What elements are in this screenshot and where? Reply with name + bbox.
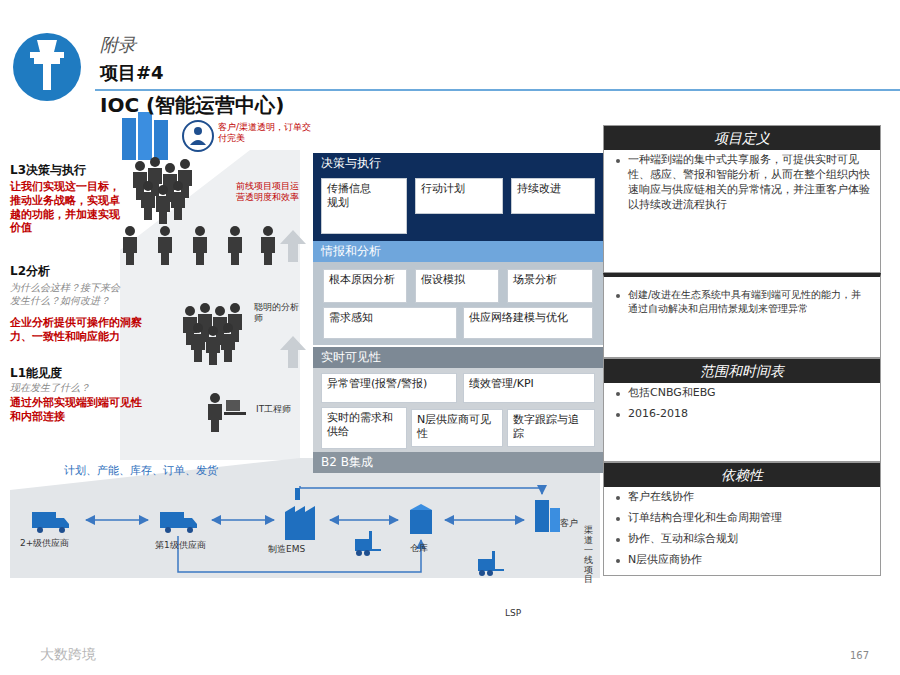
page-number: 167 [850, 650, 890, 663]
box-text: 数字跟踪与追踪 [513, 413, 589, 442]
callout-text: 客户/渠道透明，订单交付完美 [218, 122, 318, 145]
process-box: N层供应商可见性 [411, 409, 503, 447]
box-text: 假设模拟 [421, 273, 493, 287]
process-box: 实时的需求和供给 [321, 407, 407, 449]
layer-band: B2 B集成 [313, 452, 603, 472]
process-box: 需求感知 [323, 307, 457, 339]
node-label: 第1级供应商 [155, 540, 215, 551]
bullet-text: 客户在线协作 [604, 487, 880, 508]
project-number: 项目#4 [100, 62, 220, 85]
panel-heading: 项目定义 [604, 126, 880, 150]
process-box: 供应网络建模与优化 [463, 307, 593, 339]
bullet-text: 一种端到端的集中式共享服务，可提供实时可见性、感应、警报和智能分析，从而在整个组… [604, 150, 880, 215]
level-question: 为什么会这样？接下来会发生什么？如何改进？ [10, 282, 120, 307]
node-label: 仓库 [410, 543, 440, 554]
bullet-text: 包括CNBG和EBG [604, 383, 880, 404]
level-question: 现在发生了什么？ [10, 382, 130, 395]
process-box: 数字跟踪与追踪 [507, 409, 595, 447]
panel-heading: 依赖性 [604, 463, 880, 487]
info-panel: 创建/改进在生态系统中具有端到端可见性的能力，并通过自动解决和启用情景规划来管理… [603, 273, 881, 358]
node-label: 制造EMS [268, 544, 328, 555]
process-box: 根本原因分析 [323, 269, 407, 303]
process-box: 异常管理(报警/警报) [321, 373, 457, 403]
layer-band: 实时可见性异常管理(报警/警报) 绩效管理/KPI 实时的需求和供给 N层供应商可见性… [313, 347, 603, 452]
flow-label: 计划、产能、库存、订单、发货 [64, 464, 264, 478]
layer-band: 情报和分析根本原因分析 假设模拟 场景分析需求感知 供应网络建模与优化 [313, 241, 603, 345]
box-text: 场景分析 [513, 273, 587, 287]
bullet-text: 2016-2018 [604, 404, 880, 425]
bullet-text: N层供应商协作 [604, 550, 880, 571]
level-name: L1能见度 [10, 366, 130, 381]
process-box: 传播信息规划 [321, 178, 407, 234]
section-label: 附录 [100, 34, 220, 57]
level-desc: 通过外部实现端到端可见性和内部连接 [10, 396, 150, 424]
band-heading: 情报和分析 [313, 241, 603, 262]
info-panel: 依赖性客户在线协作订单结构合理化和生命周期管理协作、互动和综合规划N层供应商协作 [603, 462, 881, 576]
box-text: 根本原因分析 [329, 273, 401, 287]
node-label: LSP [505, 608, 545, 619]
level-desc: 让我们实现这一目标，推动业务战略，实现卓越的功能，并加速实现价值 [10, 180, 122, 235]
level-desc: 企业分析提供可操作的洞察力、一致性和响应能力 [10, 316, 160, 344]
watermark: 大数跨境 [40, 646, 140, 664]
process-box: 绩效管理/KPI [463, 373, 595, 403]
box-text: 实时的需求和供给 [327, 411, 401, 440]
level-name: L2分析 [10, 264, 130, 279]
process-box: 假设模拟 [415, 269, 499, 303]
bullet-text: 创建/改进在生态系统中具有端到端可见性的能力，并通过自动解决和启用情景规划来管理… [604, 285, 880, 318]
node-label: 渠道一线项目 [584, 526, 593, 585]
layer-band: 决策与执行传播信息规划行动计划持续改进 [313, 153, 603, 241]
box-text: 供应网络建模与优化 [469, 311, 587, 325]
level-name: L3决策与执行 [10, 163, 130, 178]
page-title: IOC (智能运营中心) [100, 93, 284, 118]
box-text: 持续改进 [517, 182, 589, 196]
panel-heading: 范围和时间表 [604, 359, 880, 383]
bullet-text: 协作、互动和综合规划 [604, 529, 880, 550]
box-text: 规划 [327, 196, 401, 210]
bullet-text: 订单结构合理化和生命周期管理 [604, 508, 880, 529]
box-text: 传播信息 [327, 182, 401, 196]
band-heading: B2 B集成 [313, 452, 603, 473]
role-label: IT工程师 [256, 404, 306, 415]
role-label: 聪明的分析师 [254, 302, 302, 325]
node-label: 2+级供应商 [20, 538, 90, 549]
box-text: 绩效管理/KPI [469, 377, 589, 391]
info-panel: 范围和时间表包括CNBG和EBG2016-2018 [603, 358, 881, 462]
band-heading: 决策与执行 [313, 153, 603, 174]
info-panel: 项目定义一种端到端的集中式共享服务，可提供实时可见性、感应、警报和智能分析，从而… [603, 125, 881, 273]
callout-text: 前线项目项目运营透明度和效率 [236, 181, 300, 204]
process-box: 持续改进 [511, 178, 595, 214]
box-text: 行动计划 [421, 182, 497, 196]
process-box: 行动计划 [415, 178, 503, 214]
band-heading: 实时可见性 [313, 347, 603, 368]
box-text: 异常管理(报警/警报) [327, 377, 451, 391]
box-text: N层供应商可见性 [417, 413, 497, 442]
box-text: 需求感知 [329, 311, 451, 325]
process-box: 场景分析 [507, 269, 593, 303]
